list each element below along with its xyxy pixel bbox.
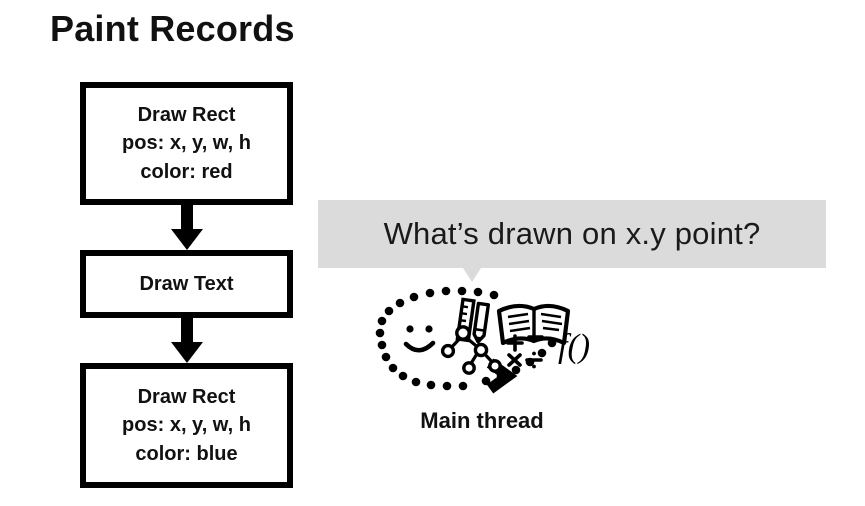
speech-bubble: What’s drawn on x.y point?	[318, 200, 826, 268]
open-book-icon	[496, 303, 571, 346]
main-thread-label: Main thread	[420, 408, 544, 433]
page-title: Paint Records	[50, 8, 295, 49]
record-line-title: Draw Rect	[137, 385, 236, 408]
arrow-box1-to-box2	[170, 205, 204, 251]
record-line-color: color: red	[140, 160, 233, 183]
smiley-face-icon	[403, 325, 436, 353]
function-notation-icon: f()	[558, 328, 590, 365]
record-line-title: Draw Text	[139, 272, 234, 295]
record-line-pos: pos: x, y, w, h	[122, 414, 251, 437]
paint-record-box-draw-rect-blue[interactable]: Draw Rect pos: x, y, w, h color: blue	[80, 363, 293, 488]
thinking-cloud-illustration: f()	[362, 283, 602, 398]
record-line-color: color: blue	[135, 442, 238, 465]
paint-record-box-draw-text[interactable]: Draw Text	[80, 250, 293, 318]
speech-bubble-text: What’s drawn on x.y point?	[383, 216, 761, 251]
math-operators-icon	[506, 334, 544, 369]
paint-record-box-draw-rect-red[interactable]: Draw Rect pos: x, y, w, h color: red	[80, 82, 293, 205]
pencil-icon	[472, 301, 491, 344]
arrow-box2-to-box3	[170, 318, 204, 364]
record-line-pos: pos: x, y, w, h	[122, 132, 251, 155]
speech-bubble-tail	[463, 268, 481, 282]
thinking-cloud-svg: f()	[375, 286, 590, 394]
node-tree-icon	[440, 325, 502, 375]
record-line-title: Draw Rect	[137, 103, 236, 126]
arrow-down-icon	[171, 318, 203, 363]
arrow-down-icon	[171, 205, 203, 250]
